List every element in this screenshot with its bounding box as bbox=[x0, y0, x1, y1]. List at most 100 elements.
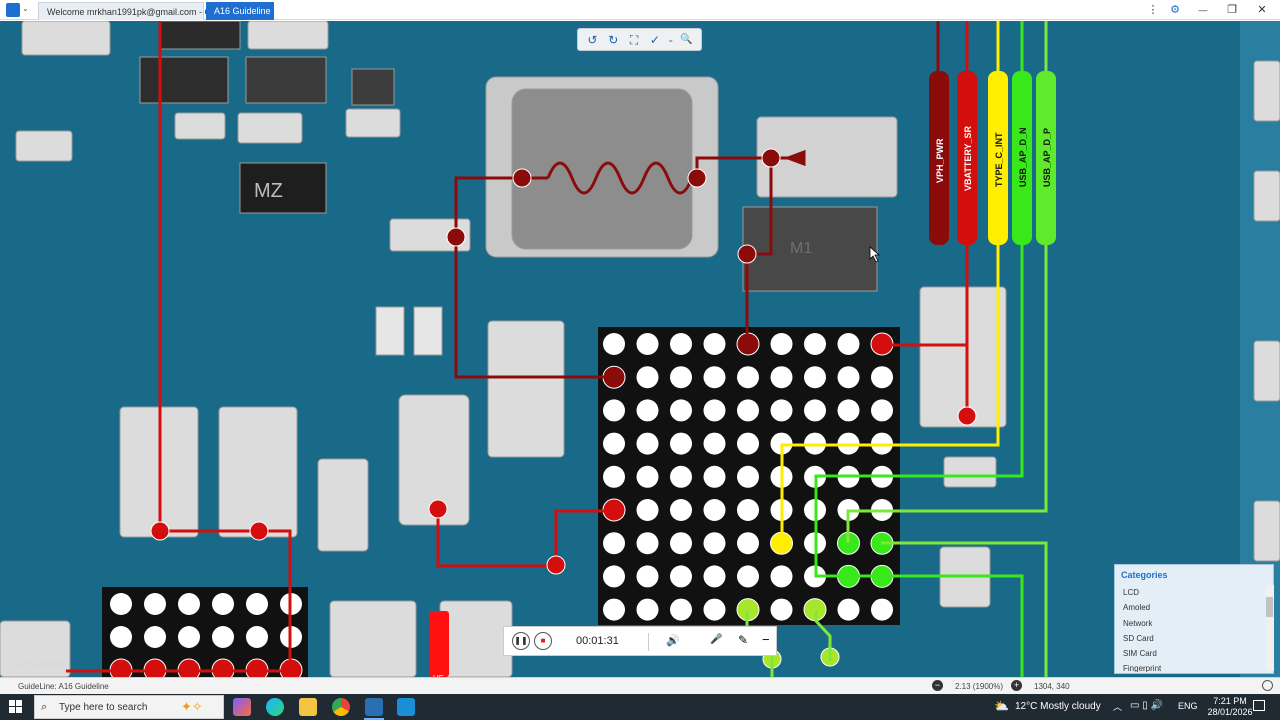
close-button[interactable]: ✕ bbox=[1257, 4, 1267, 16]
tab-a16-guideline[interactable]: A16 Guideline bbox=[206, 2, 274, 20]
orion-app-icon[interactable] bbox=[365, 698, 383, 716]
guideline-status: GuideLine: A16 Guideline bbox=[18, 682, 109, 691]
bga-pad bbox=[703, 499, 726, 521]
bga-pad bbox=[804, 366, 826, 389]
bga-pad bbox=[178, 593, 200, 615]
copilot-icon[interactable] bbox=[233, 698, 251, 716]
microphone-icon[interactable]: 🎤 bbox=[710, 634, 723, 645]
board-image-viewer[interactable]: MZ M1 bbox=[0, 21, 1280, 677]
draw-tool-icon[interactable]: ✓ bbox=[649, 32, 660, 47]
bga-pad bbox=[871, 399, 893, 422]
categories-scrollbar[interactable] bbox=[1265, 585, 1274, 671]
language-indicator[interactable]: ENG bbox=[1178, 701, 1198, 711]
tray-icons[interactable]: ▭ ▯ 🔊 bbox=[1130, 700, 1163, 711]
bga-pad bbox=[144, 626, 166, 648]
bga-pads-left bbox=[109, 593, 303, 677]
bga-pads-main bbox=[602, 332, 894, 669]
cursor-coordinates: 1304, 340 bbox=[1034, 682, 1070, 691]
watermark: A16 Guideline bbox=[12, 659, 69, 669]
more-menu-icon[interactable]: ⋮ bbox=[1147, 4, 1159, 16]
category-item-network[interactable]: Network bbox=[1123, 619, 1153, 628]
bga-pad bbox=[737, 432, 759, 455]
minimize-button[interactable]: — bbox=[1198, 5, 1208, 15]
bga-pad bbox=[212, 593, 234, 615]
zoom-icon[interactable]: 🔍 bbox=[680, 33, 693, 45]
bga-pad bbox=[737, 532, 759, 555]
bga-pad bbox=[770, 565, 793, 588]
tab-welcome[interactable]: Welcome mrkhan1991pk@gmail.com - Orion bbox=[38, 2, 227, 20]
clock-time[interactable]: 7:21 PM bbox=[1213, 696, 1247, 706]
app-icon[interactable] bbox=[6, 3, 20, 17]
bga-pad bbox=[837, 366, 860, 389]
draw-dropdown-chevron-icon[interactable]: ⌄ bbox=[667, 34, 675, 44]
bga-pad bbox=[703, 565, 726, 588]
recording-controls: ❚❚ ■ 00:01:31 🔊 🎤 ✎ − bbox=[503, 626, 777, 656]
bga-pad bbox=[603, 399, 625, 422]
copilot-sparkle-icon: ✦✧ bbox=[181, 699, 203, 714]
bga-pad bbox=[703, 333, 726, 355]
clock-date[interactable]: 28/01/2026 bbox=[1207, 707, 1253, 717]
rotate-right-icon[interactable]: ↻ bbox=[608, 32, 619, 47]
bga-pad bbox=[603, 465, 625, 488]
pin-label-vbattery-sr: VBATTERY_SR bbox=[963, 125, 973, 191]
bga-pad bbox=[804, 399, 826, 422]
zoom-out-button[interactable]: − bbox=[932, 680, 943, 691]
recording-time: 00:01:31 bbox=[576, 635, 619, 647]
chrome-icon[interactable] bbox=[332, 698, 350, 716]
bga-pad bbox=[703, 532, 726, 555]
bga-pad bbox=[603, 598, 625, 621]
bga-pad bbox=[603, 333, 625, 355]
category-item-lcd[interactable]: LCD bbox=[1123, 588, 1140, 597]
bga-pad bbox=[636, 333, 659, 355]
app-menu-chevron-icon[interactable]: ⌄ bbox=[22, 4, 29, 13]
edge-icon[interactable] bbox=[266, 698, 284, 716]
scrollbar-thumb[interactable] bbox=[1266, 597, 1273, 617]
chip-marking-2: M1 bbox=[790, 240, 812, 257]
bga-pad bbox=[636, 366, 659, 389]
screen-recorder-icon[interactable] bbox=[397, 698, 415, 716]
inductor-symbol bbox=[546, 161, 697, 195]
windows-start-icon[interactable] bbox=[9, 700, 22, 713]
trace-nodes-dark bbox=[446, 148, 781, 264]
bga-pad bbox=[211, 658, 235, 677]
settings-gear-icon[interactable]: ⚙ bbox=[1170, 4, 1180, 16]
taskbar-search-box[interactable]: ⌕ Type here to search ✦✧ bbox=[34, 695, 224, 719]
categories-title: Categories bbox=[1121, 570, 1168, 580]
title-bar: ⌄ Welcome mrkhan1991pk@gmail.com - Orion… bbox=[0, 0, 1280, 20]
bga-pad bbox=[670, 465, 692, 488]
restore-button[interactable]: ❐ bbox=[1227, 4, 1237, 16]
bga-pad bbox=[109, 658, 133, 677]
bga-pad bbox=[670, 565, 692, 588]
zoom-in-button[interactable]: + bbox=[1011, 680, 1022, 691]
category-item-sd-card[interactable]: SD Card bbox=[1123, 634, 1154, 643]
bga-pad bbox=[871, 366, 893, 389]
bga-pad bbox=[143, 658, 167, 677]
file-explorer-icon[interactable] bbox=[299, 698, 317, 716]
bga-pad bbox=[703, 598, 726, 621]
mouse-cursor-icon bbox=[869, 246, 881, 263]
stop-button[interactable]: ■ bbox=[534, 632, 552, 650]
trace-usb-ap-d-n bbox=[814, 21, 1024, 677]
category-item-amoled[interactable]: Amoled bbox=[1123, 603, 1151, 612]
volume-icon[interactable]: 🔊 bbox=[666, 635, 680, 647]
bga-pad bbox=[603, 432, 625, 455]
pause-button[interactable]: ❚❚ bbox=[512, 632, 530, 650]
trace-nodes-red bbox=[150, 406, 977, 575]
bga-pad bbox=[837, 399, 860, 422]
notification-icon[interactable] bbox=[1253, 700, 1265, 711]
bga-pad bbox=[636, 399, 659, 422]
weather-text[interactable]: 12°C Mostly cloudy bbox=[1015, 701, 1101, 712]
bga-pad bbox=[703, 432, 726, 455]
category-item-fingerprint[interactable]: Fingerprint bbox=[1123, 664, 1162, 672]
bga-pad bbox=[636, 432, 659, 455]
fit-screen-icon[interactable]: ⛶ bbox=[629, 32, 639, 47]
category-item-sim-card[interactable]: SIM Card bbox=[1123, 649, 1157, 658]
globe-icon[interactable] bbox=[1262, 680, 1273, 691]
bga-pad bbox=[178, 626, 200, 648]
rotate-left-icon[interactable]: ↺ bbox=[587, 32, 598, 47]
minimize-recorder-button[interactable]: − bbox=[762, 632, 770, 647]
pen-icon[interactable]: ✎ bbox=[738, 633, 749, 647]
chip-marking: MZ bbox=[254, 180, 283, 202]
tray-chevron-icon[interactable]: ︿ bbox=[1113, 702, 1123, 712]
pin-label-vph-pwr: VPH_PWR bbox=[935, 138, 945, 183]
